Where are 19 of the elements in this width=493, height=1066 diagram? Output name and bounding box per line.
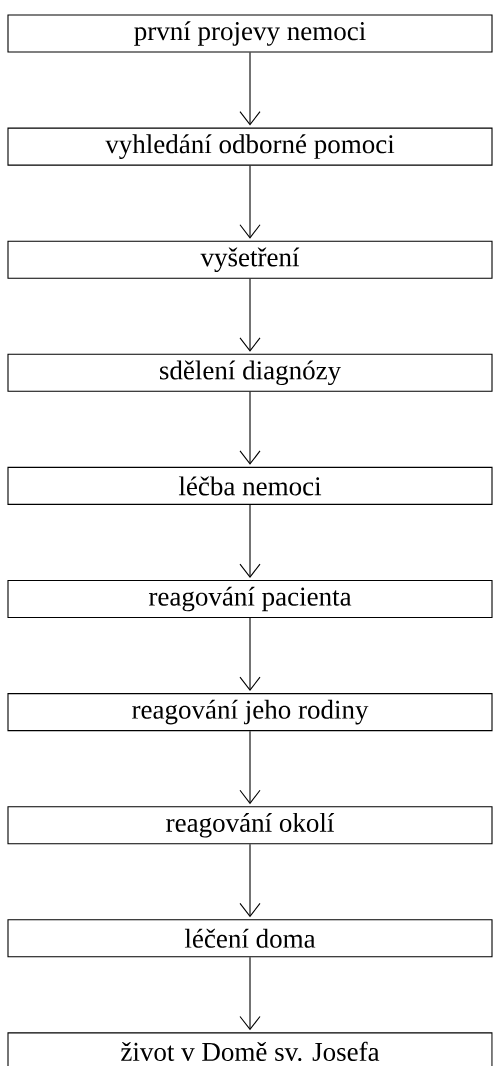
- process-box: život v Domě sv. Josefa: [7, 1032, 493, 1066]
- arrow: [239, 504, 261, 578]
- process-box: sdělení diagnózy: [7, 353, 493, 392]
- arrow: [239, 956, 261, 1031]
- process-box: první projevy nemoci: [7, 14, 493, 53]
- process-box: vyšetření: [7, 240, 493, 279]
- arrow: [239, 843, 261, 918]
- process-box: léčení doma: [7, 919, 493, 958]
- arrow: [239, 278, 261, 352]
- arrow: [239, 617, 261, 692]
- arrow: [239, 391, 261, 465]
- process-box: vyhledání odborné pomoci: [7, 127, 493, 166]
- process-box: reagování okolí: [7, 806, 493, 845]
- arrow: [239, 730, 261, 805]
- process-box: léčba nemoci: [7, 466, 493, 505]
- arrow: [239, 52, 261, 126]
- process-box: reagování jeho rodiny: [7, 693, 493, 732]
- process-box: reagování pacienta: [7, 579, 493, 619]
- arrow: [239, 165, 261, 239]
